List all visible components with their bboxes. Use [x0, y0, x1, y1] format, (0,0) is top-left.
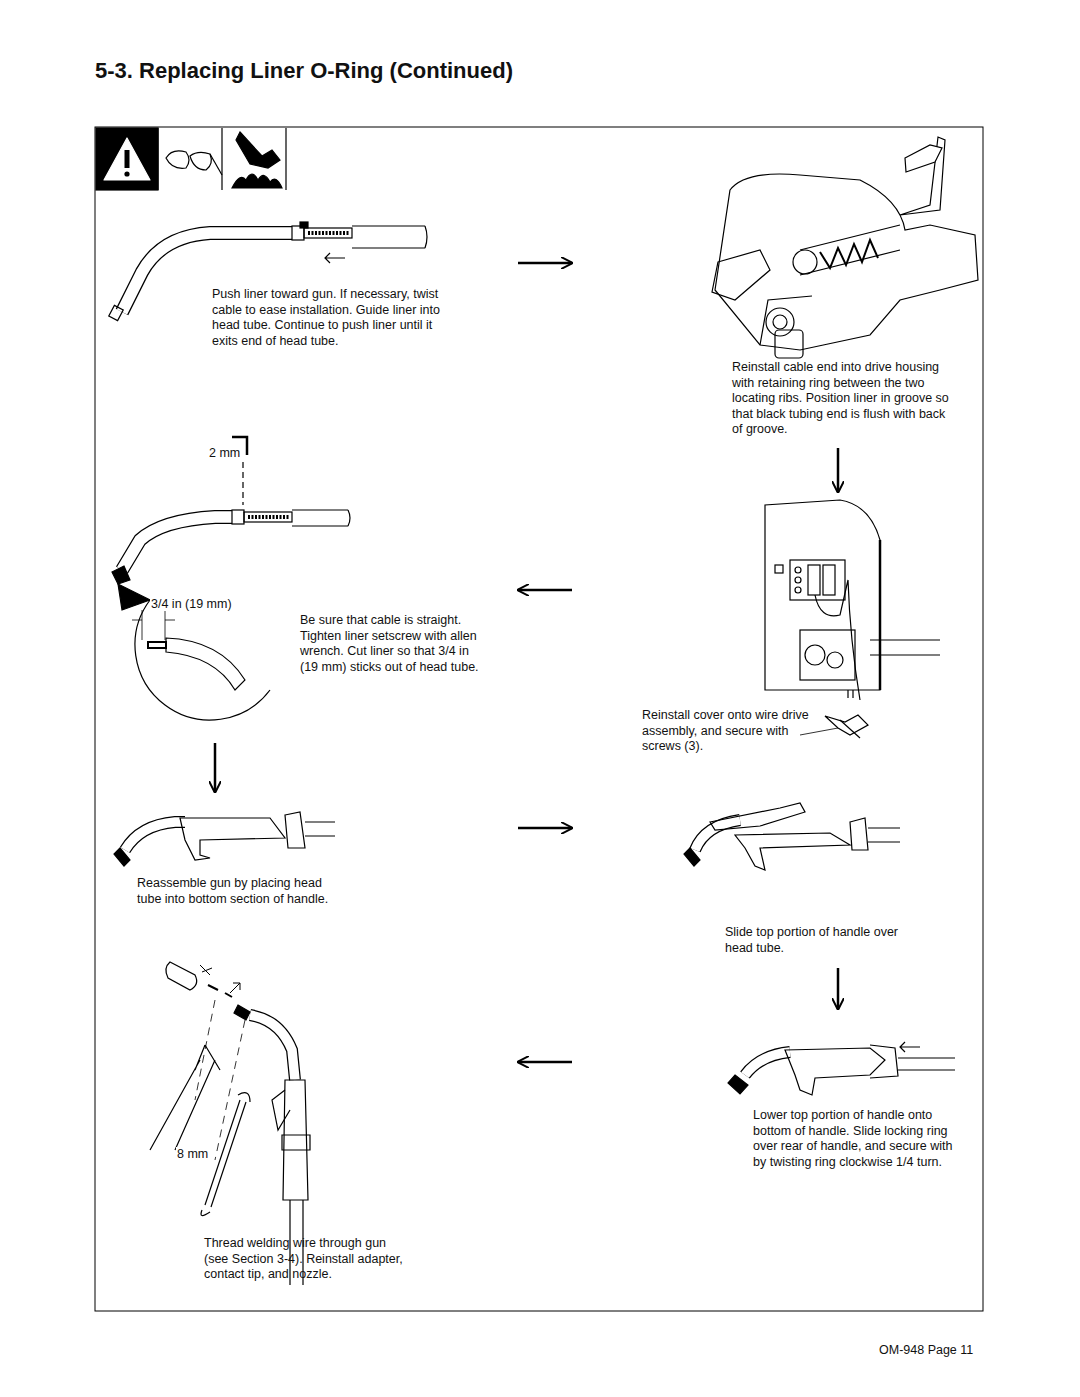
detail-circle	[135, 600, 270, 720]
step-arrow	[518, 589, 572, 592]
step-arrow	[518, 262, 572, 265]
step-panel: Reassemble gun by placing head tube into…	[100, 795, 515, 927]
hand	[900, 137, 945, 215]
page-number: OM-948 Page 11	[878, 1343, 974, 1357]
step-caption: Reinstall cable end into drive housing w…	[732, 360, 957, 438]
step-arrow	[837, 448, 840, 492]
goggles-icon	[166, 151, 222, 175]
pliers	[150, 1045, 220, 1150]
dimension-label: 3/4 in (19 mm)	[150, 597, 233, 611]
step-arrow	[518, 1061, 572, 1064]
step-caption: Reinstall cover onto wire drive assembly…	[642, 708, 827, 755]
step-panel: Push liner toward gun. If necessary, twi…	[100, 200, 515, 375]
step-caption: Lower top portion of handle onto bottom …	[753, 1108, 953, 1170]
step-panel: Reinstall cover onto wire drive assembly…	[575, 495, 980, 765]
step-caption: Thread welding wire through gun (see Sec…	[204, 1236, 404, 1283]
gun-handle	[684, 803, 900, 870]
frame	[95, 127, 983, 1311]
step-caption: Push liner toward gun. If necessary, twi…	[212, 287, 447, 349]
warning-icon	[96, 128, 158, 190]
hot-surface-icon	[232, 132, 282, 188]
nozzle	[166, 962, 197, 990]
step-panel: Thread welding wire through gun (see Sec…	[100, 945, 515, 1290]
drive-housing	[712, 137, 978, 358]
section-title: 5-3. Replacing Liner O-Ring (Continued)	[95, 58, 513, 84]
gun-handle	[728, 1042, 955, 1095]
step-panel: Reinstall cable end into drive housing w…	[575, 140, 980, 445]
wire-drive-box	[765, 500, 940, 738]
hand	[712, 250, 770, 300]
step-caption: Be sure that cable is straight. Tighten …	[300, 613, 485, 675]
step-caption: Slide top portion of handle over head tu…	[725, 925, 925, 956]
step-caption: Reassemble gun by placing head tube into…	[137, 876, 342, 907]
gun-head-tube	[112, 437, 350, 720]
step-panel: Be sure that cable is straight. Tighten …	[100, 430, 515, 740]
step-panel: Slide top portion of handle over head tu…	[575, 795, 980, 965]
screw	[825, 715, 868, 735]
dimension-label: 8 mm	[176, 1147, 209, 1161]
step-arrow	[214, 743, 217, 792]
step-panel: Lower top portion of handle onto bottom …	[575, 1012, 980, 1195]
step-arrow	[837, 968, 840, 1009]
gun-handle	[114, 812, 335, 866]
dimension-label: 2 mm	[208, 446, 241, 460]
step-arrow	[518, 827, 572, 830]
